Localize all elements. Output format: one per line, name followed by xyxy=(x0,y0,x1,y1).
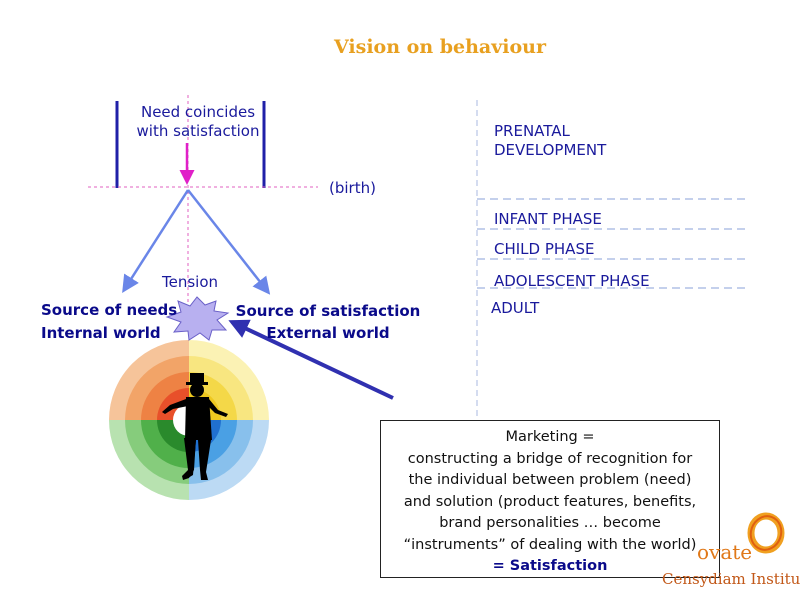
needs-arrow xyxy=(122,189,190,293)
phase-prenatal: PRENATAL DEVELOPMENT xyxy=(494,122,606,160)
marketing-line: constructing a bridge of recognition for xyxy=(407,450,693,467)
phase-child: CHILD PHASE xyxy=(494,240,595,258)
page-title: Vision on behaviour xyxy=(334,36,546,58)
source-of-satisfaction: Source of satisfaction External world xyxy=(230,300,426,344)
satisfaction-arrow xyxy=(187,189,271,295)
phase-infant: INFANT PHASE xyxy=(494,210,602,228)
need-line-1: Need coincides xyxy=(140,103,256,121)
tension-label: Tension xyxy=(162,273,219,291)
phase-prenatal-line-1: PRENATAL xyxy=(494,122,570,140)
marketing-line: brand personalities … become xyxy=(439,515,661,531)
source-sat-line-1: Source of satisfaction xyxy=(235,302,421,320)
birth-label: (birth) xyxy=(329,179,376,197)
need-coincides-label: Need coincides with satisfaction xyxy=(128,103,268,141)
need-line-2: with satisfaction xyxy=(136,122,260,140)
bridge-arrow xyxy=(228,319,394,400)
marketing-line: Marketing = xyxy=(505,429,595,445)
phase-adolescent: ADOLESCENT PHASE xyxy=(494,272,650,290)
source-sat-line-2: External world xyxy=(266,324,390,342)
source-of-needs: Source of needs Internal world xyxy=(41,299,177,345)
tension-starburst xyxy=(165,296,230,341)
marketing-line: and solution (product features, benefits… xyxy=(403,493,697,510)
marketing-line: “instruments” of dealing with the world) xyxy=(403,536,697,553)
source-needs-line-1: Source of needs xyxy=(41,301,178,319)
marketing-conclusion: = Satisfaction xyxy=(492,558,608,574)
source-needs-line-2: Internal world xyxy=(41,324,161,342)
marketing-line: the individual between problem (need) xyxy=(408,472,692,488)
marketing-definition-box: Marketing = constructing a bridge of rec… xyxy=(380,420,720,578)
logo-name: ovate xyxy=(697,540,753,564)
logo-ring-icon xyxy=(747,512,785,554)
phase-prenatal-line-2: DEVELOPMENT xyxy=(494,141,607,159)
logo-subtitle: Censydiam Institute xyxy=(662,570,800,588)
phase-adult: ADULT xyxy=(491,299,540,317)
person-silhouette xyxy=(162,373,228,480)
